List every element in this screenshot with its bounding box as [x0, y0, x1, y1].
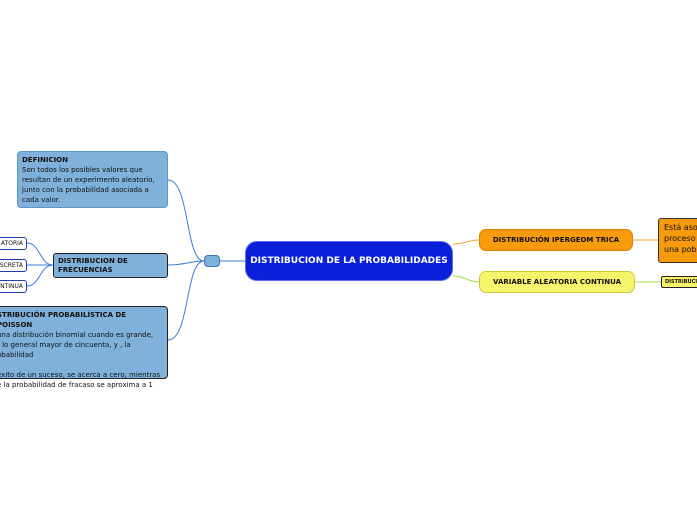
central-topic-label: DISTRIBUCION DE LA PROBABILIDADES: [250, 256, 448, 266]
variable-continua-topic[interactable]: VARIABLE ALEATORIA CONTINUA: [479, 271, 635, 293]
definicion-body: Son todos los posibles valores que resul…: [22, 166, 155, 204]
poisson-topic[interactable]: STRIBUCIÓN PROBABILÍSTICA DE POISSON una…: [0, 306, 168, 389]
branch-connector-node[interactable]: [204, 255, 220, 267]
frecuencias-subtopic-discreta[interactable]: SCRETA: [0, 259, 27, 272]
distribucion-frecuencias-topic[interactable]: DISTRIBUCION DE FRECUENCIAS: [53, 253, 168, 278]
link-frecuencias-child-1: [26, 242, 54, 266]
hipergeometrica-subtopic[interactable]: Está aso proceso una pob: [658, 218, 697, 263]
link-connector-definicion: [167, 179, 205, 262]
frecuencias-subtopic-aleatoria[interactable]: ATORIA: [0, 237, 27, 250]
link-central-variable: [452, 275, 480, 283]
definicion-topic[interactable]: DEFINICION Son todos los posibles valore…: [17, 151, 168, 208]
hipergeometrica-topic[interactable]: DISTRIBUCIÓN IPERGEOM TRICA: [479, 229, 633, 251]
link-central-hipergeometrica: [452, 239, 480, 245]
definicion-title: DEFINICION: [22, 156, 68, 164]
variable-continua-subtopic[interactable]: DISTRIBUCIÓ: [661, 276, 697, 288]
link-frecuencias-child-3: [26, 264, 54, 287]
central-topic[interactable]: DISTRIBUCION DE LA PROBABILIDADES: [245, 241, 453, 281]
link-connector-poisson: [167, 260, 205, 341]
poisson-body: una distribución binomial cuando es gran…: [0, 331, 161, 389]
frecuencias-subtopic-continua[interactable]: NTINUA: [0, 280, 27, 293]
poisson-title: STRIBUCIÓN PROBABILÍSTICA DE POISSON: [0, 311, 127, 329]
link-connector-frecuencias: [167, 260, 205, 266]
